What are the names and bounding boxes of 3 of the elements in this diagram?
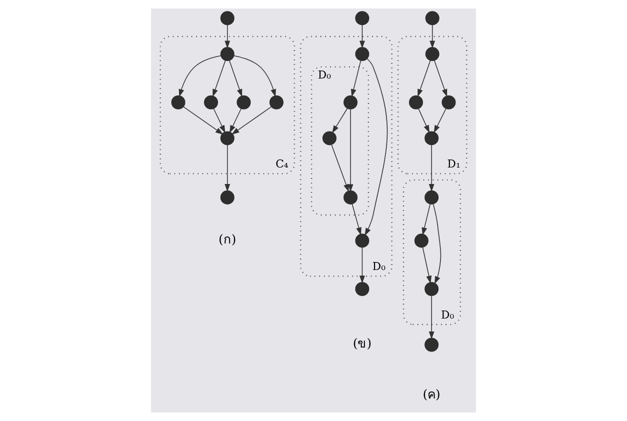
label: (ก) [218,232,236,247]
label: (ค) [422,386,440,402]
label: (ข) [352,336,372,351]
